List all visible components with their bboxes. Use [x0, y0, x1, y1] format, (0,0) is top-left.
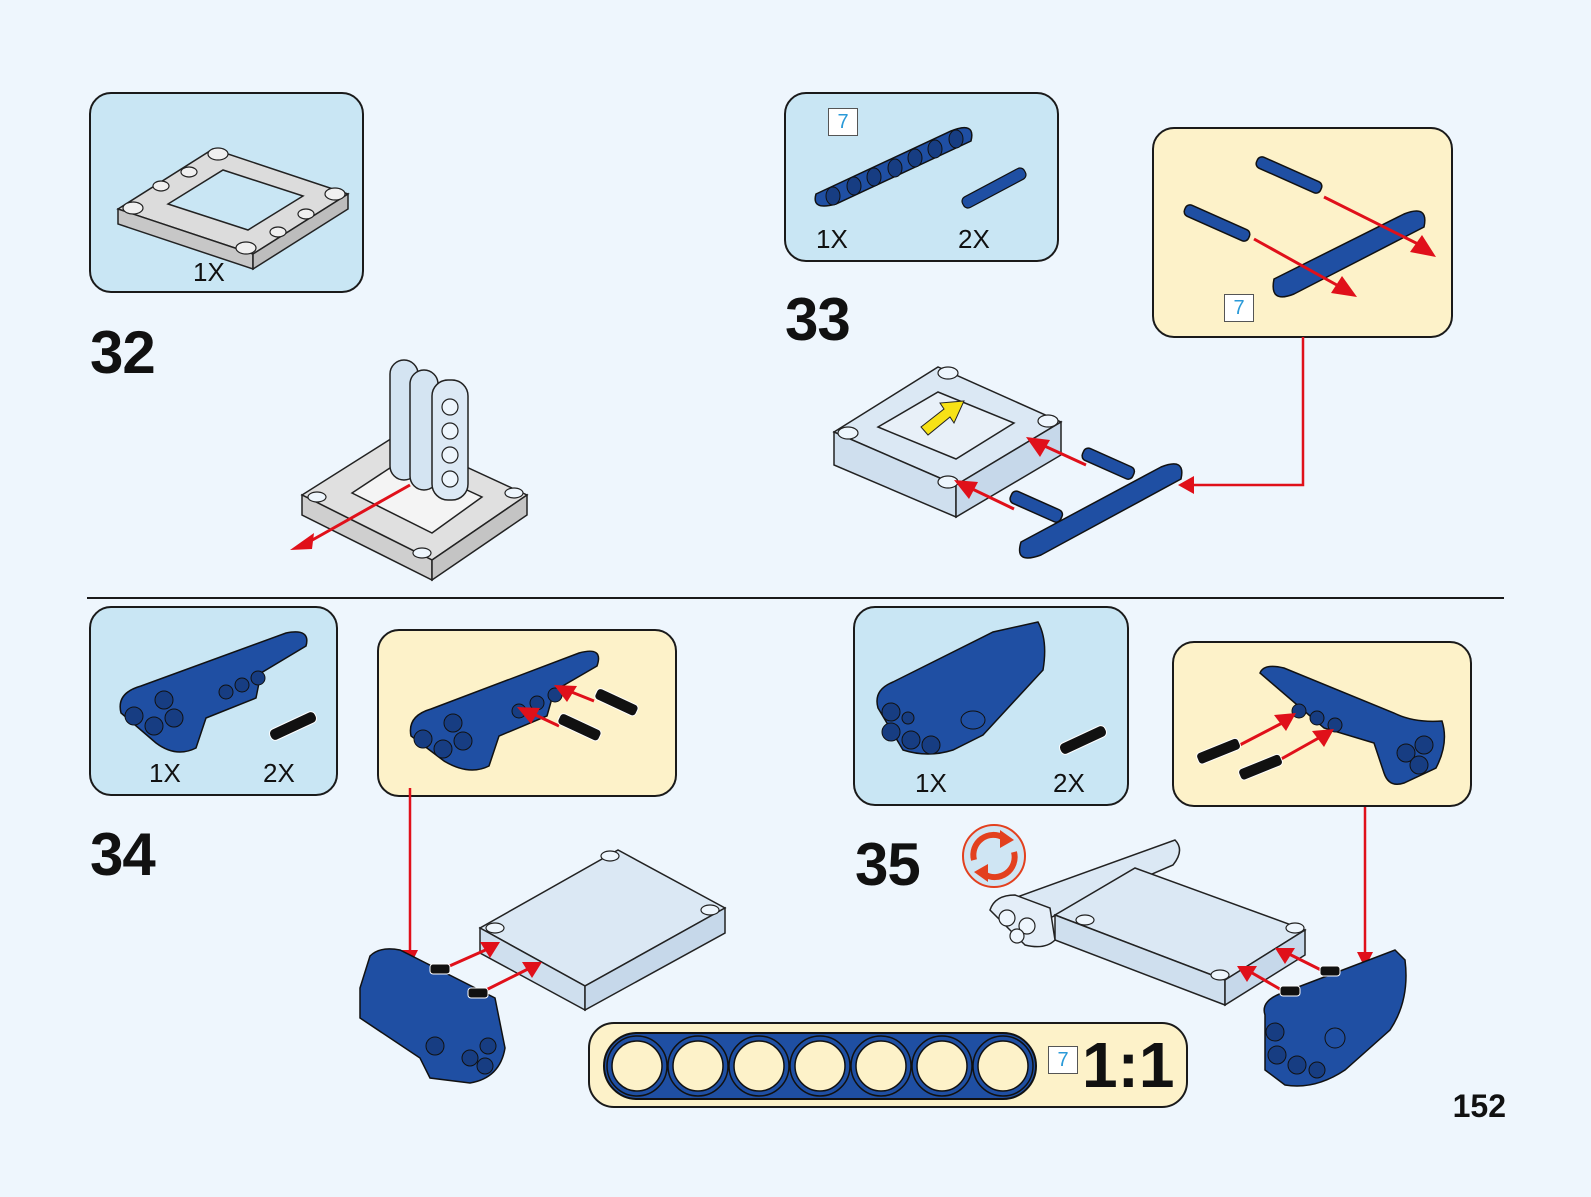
step-33-parts-box: 7 1X 2X [784, 92, 1059, 262]
beam-hole-ring [728, 1035, 790, 1097]
beam-hole [916, 1040, 968, 1092]
step-34-number: 34 [90, 821, 156, 888]
step-33-pin-qty: 2X [958, 224, 990, 254]
step-35-fairing-qty: 1X [915, 768, 947, 798]
scale-ratio: 1:1 [1082, 1029, 1175, 1101]
panel-fairing-part-icon [876, 621, 1046, 755]
beam-hole [611, 1040, 663, 1092]
beam-hole-ring [606, 1035, 668, 1097]
step-35-number: 35 [855, 831, 921, 898]
step-32-assembly-illustration [290, 359, 529, 582]
open-frame-part-icon [116, 147, 350, 271]
fairing-with-pins-subassembly [1196, 665, 1446, 785]
beam-hole [794, 1040, 846, 1092]
beam-hole-ring [789, 1035, 851, 1097]
beam-hole [855, 1040, 907, 1092]
step-35-pin-qty: 2X [1053, 768, 1085, 798]
beam-hole-ring [667, 1035, 729, 1097]
step-34-fairing-qty: 1X [149, 758, 181, 788]
step-32-parts-box: 1X [89, 92, 364, 293]
step-32-number: 32 [90, 319, 156, 386]
beam-with-pins-subassembly [1183, 156, 1436, 298]
fairing-with-pins-subassembly [409, 650, 639, 771]
beam-hole-ring [850, 1035, 912, 1097]
panel-fairing-part-icon [119, 631, 308, 753]
step-35-subassembly-box [1172, 641, 1472, 807]
black-pin-part-icon [268, 711, 318, 741]
beam-hole [977, 1040, 1029, 1092]
step-34-subassembly-box [377, 629, 677, 797]
hint-arrow-yellow [920, 400, 965, 436]
step-32-part-qty: 1X [193, 257, 225, 287]
long-pin-blue-part-icon [961, 167, 1027, 209]
step-34-parts-box: 1X 2X [89, 606, 338, 796]
page-number: 152 [1452, 1088, 1506, 1124]
step-33-assembly-illustration [832, 337, 1305, 559]
step-33-number: 33 [785, 286, 851, 353]
beam-7-scale-reference [603, 1032, 1037, 1100]
step-33-beam-qty: 1X [816, 224, 848, 254]
length-badge: 7 [828, 108, 858, 136]
scale-reference-box: 7 1:1 [588, 1022, 1188, 1108]
step-35-assembly-illustration [989, 807, 1407, 1087]
black-pin-part-icon [1058, 725, 1108, 755]
length-badge: 7 [1224, 294, 1254, 322]
step-34-pin-qty: 2X [263, 758, 295, 788]
beam-hole-ring [911, 1035, 973, 1097]
beam-hole [733, 1040, 785, 1092]
length-badge: 7 [1048, 1046, 1078, 1074]
beam-hole [672, 1040, 724, 1092]
beam-hole-ring [972, 1035, 1034, 1097]
beam-7-part-icon [814, 126, 973, 207]
rotate-model-icon [962, 824, 1026, 888]
section-divider [87, 597, 1504, 599]
step-35-parts-box: 1X 2X [853, 606, 1129, 806]
arrow-head [290, 533, 314, 550]
step-33-subassembly-box: 7 [1152, 127, 1453, 338]
step-34-assembly-illustration [359, 788, 727, 1084]
